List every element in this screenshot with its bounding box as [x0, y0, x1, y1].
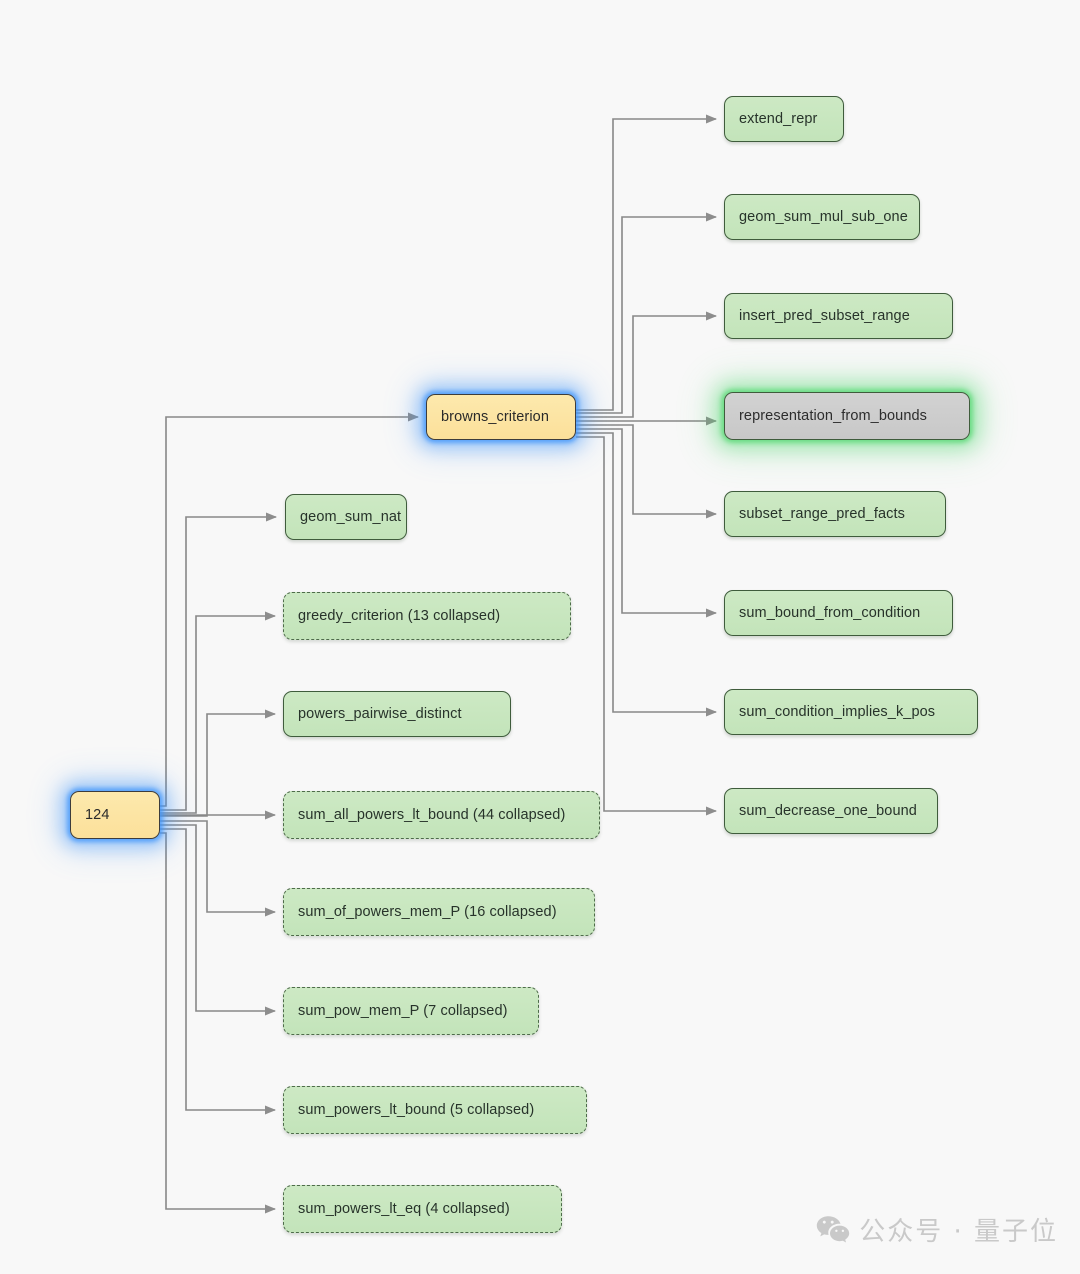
- graph-node-powers_pairwise_distinct[interactable]: powers_pairwise_distinct: [283, 691, 511, 737]
- graph-node-label: powers_pairwise_distinct: [298, 706, 462, 722]
- graph-node-root[interactable]: 124: [70, 791, 160, 839]
- graph-node-sum_all_powers_lt_bound[interactable]: sum_all_powers_lt_bound (44 collapsed): [283, 791, 600, 839]
- graph-edge: [576, 212, 717, 414]
- graph-edge: [576, 432, 717, 717]
- graph-node-label: geom_sum_mul_sub_one: [739, 209, 908, 225]
- graph-node-label: subset_range_pred_facts: [739, 506, 905, 522]
- graph-node-subset_range_pred_facts[interactable]: subset_range_pred_facts: [724, 491, 946, 537]
- graph-edge: [576, 114, 717, 411]
- graph-node-label: sum_powers_lt_eq (4 collapsed): [298, 1201, 510, 1217]
- graph-edge: [576, 424, 717, 519]
- graph-node-geom_sum_nat[interactable]: geom_sum_nat: [285, 494, 407, 540]
- graph-edge: [576, 311, 717, 418]
- graph-edge: [160, 828, 276, 1115]
- graph-node-label: geom_sum_nat: [300, 509, 402, 525]
- graph-edge: [160, 832, 276, 1214]
- graph-node-sum_decrease_one_bound[interactable]: sum_decrease_one_bound: [724, 788, 938, 834]
- graph-edge: [160, 824, 276, 1016]
- watermark-text: 公众号 · 量子位: [859, 1217, 1058, 1247]
- graph-node-browns_criterion[interactable]: browns_criterion: [426, 394, 576, 440]
- graph-node-sum_powers_lt_eq[interactable]: sum_powers_lt_eq (4 collapsed): [283, 1185, 562, 1233]
- graph-edge: [576, 428, 717, 618]
- graph-node-representation_from_bounds[interactable]: representation_from_bounds: [724, 392, 970, 440]
- graph-node-label: browns_criterion: [441, 409, 549, 425]
- graph-edge: [160, 611, 276, 814]
- graph-node-sum_bound_from_condition[interactable]: sum_bound_from_condition: [724, 590, 953, 636]
- graph-node-label: sum_pow_mem_P (7 collapsed): [298, 1003, 508, 1019]
- graph-node-sum_powers_lt_bound[interactable]: sum_powers_lt_bound (5 collapsed): [283, 1086, 587, 1134]
- graph-edge: [160, 709, 276, 817]
- graph-edge: [576, 436, 717, 816]
- graph-node-extend_repr[interactable]: extend_repr: [724, 96, 844, 142]
- graph-node-label: sum_decrease_one_bound: [739, 803, 917, 819]
- graph-node-label: greedy_criterion (13 collapsed): [298, 608, 501, 624]
- watermark: 公众号 · 量子位: [816, 1211, 1058, 1248]
- graph-node-label: sum_of_powers_mem_P (16 collapsed): [298, 904, 557, 920]
- graph-edge: [160, 512, 277, 811]
- graph-node-label: representation_from_bounds: [739, 408, 927, 424]
- wechat-icon: [817, 1215, 850, 1242]
- graph-node-label: 124: [85, 807, 110, 823]
- graph-edge: [160, 820, 276, 917]
- graph-edges: [160, 114, 717, 1214]
- graph-node-label: sum_condition_implies_k_pos: [739, 704, 936, 720]
- graph-node-sum_pow_mem_P[interactable]: sum_pow_mem_P (7 collapsed): [283, 987, 539, 1035]
- graph-node-greedy_criterion[interactable]: greedy_criterion (13 collapsed): [283, 592, 571, 640]
- graph-node-label: insert_pred_subset_range: [739, 308, 910, 324]
- graph-node-label: sum_all_powers_lt_bound (44 collapsed): [298, 807, 566, 823]
- graph-node-label: sum_powers_lt_bound (5 collapsed): [298, 1102, 535, 1118]
- graph-node-sum_of_powers_mem_P[interactable]: sum_of_powers_mem_P (16 collapsed): [283, 888, 595, 936]
- graph-node-label: extend_repr: [739, 111, 818, 127]
- graph-node-insert_pred_subset_range[interactable]: insert_pred_subset_range: [724, 293, 953, 339]
- graph-node-sum_condition_implies_k_pos[interactable]: sum_condition_implies_k_pos: [724, 689, 978, 735]
- graph-node-geom_sum_mul_sub_one[interactable]: geom_sum_mul_sub_one: [724, 194, 920, 240]
- graph-node-label: sum_bound_from_condition: [739, 605, 921, 621]
